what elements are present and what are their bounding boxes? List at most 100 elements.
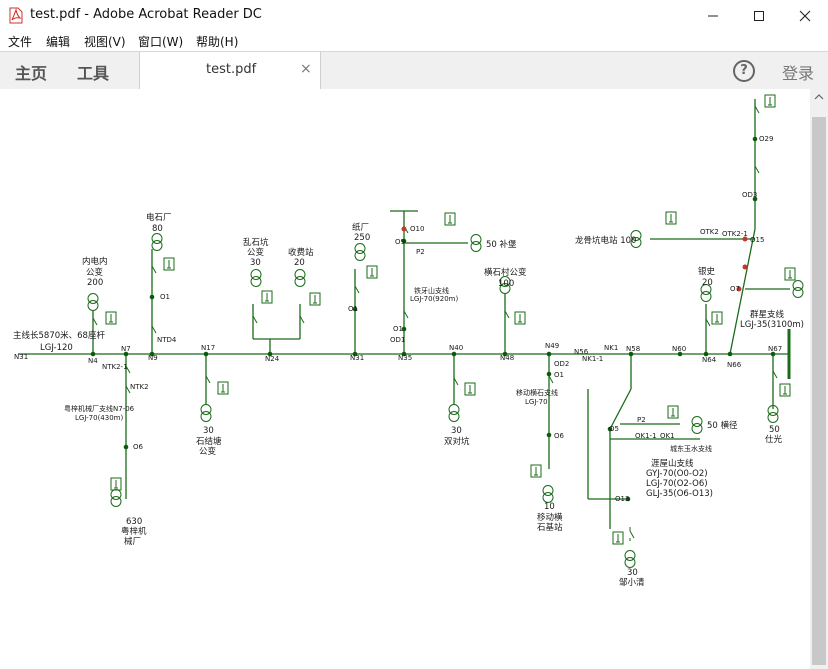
branch-label: 群星支线	[750, 309, 785, 320]
transformer-icon	[792, 280, 804, 298]
station-label: 移动横	[537, 512, 563, 523]
transformer-icon	[470, 234, 482, 252]
transformer-icon	[110, 489, 122, 507]
station-label: 20	[294, 258, 305, 268]
node-label: O6	[554, 432, 565, 440]
station-label: 200	[87, 278, 103, 288]
station-label: 横石村公变	[484, 267, 527, 278]
transformer-icon	[200, 404, 212, 422]
station-label: 20	[702, 278, 713, 288]
station-label: 100	[498, 279, 514, 289]
transformer-icon	[151, 233, 163, 251]
transformer-icon	[294, 269, 306, 287]
station-label: 械厂	[124, 536, 141, 547]
station-label: 公变	[199, 446, 217, 457]
fuse-icon	[612, 531, 624, 545]
node-label: N56	[574, 348, 589, 356]
maximize-button[interactable]	[736, 0, 782, 31]
node-label: O15	[750, 236, 764, 244]
home-button[interactable]: 主页	[15, 64, 48, 83]
node-label: O1	[160, 293, 170, 301]
station-label: 电石厂	[146, 212, 172, 223]
branch-label: LGJ-70(O2-O6)	[646, 479, 708, 489]
branch-label: LGJ-70(920m)	[410, 295, 458, 303]
fuse-icon	[711, 311, 723, 325]
station-label: 630	[126, 517, 142, 527]
tab-bar: 主页 工具 test.pdf × ? 登录	[0, 51, 828, 90]
fuse-icon	[514, 311, 526, 325]
branch-label: LGJ-70	[525, 398, 548, 406]
node-label: N31	[350, 354, 364, 362]
fuse-icon	[110, 477, 122, 491]
station-label: 50 横径	[707, 420, 738, 431]
node-label: OD2	[554, 360, 569, 368]
fuse-icon	[464, 382, 476, 396]
node-label: N31	[14, 353, 28, 361]
node-label: O5	[609, 425, 619, 433]
close-icon	[799, 10, 811, 21]
tab-close-icon[interactable]: ×	[300, 61, 312, 77]
branch-label: 粤梓机械厂支线N7-06	[64, 404, 135, 413]
fuse-icon	[530, 464, 542, 478]
tab-test-pdf[interactable]: test.pdf ×	[139, 52, 321, 89]
branch-label: 城东玉水支线	[670, 444, 712, 453]
branch-label: 移动横石支线	[516, 388, 558, 397]
fuse-icon	[665, 211, 677, 225]
node-label: NK1-1	[582, 355, 603, 363]
station-label: 乱石坑	[243, 237, 269, 248]
login-button[interactable]: 登录	[782, 64, 815, 83]
fuse-icon	[217, 381, 229, 395]
node-label: NTK2-1	[102, 363, 128, 371]
node-label: N49	[545, 342, 559, 350]
branch-label: LGJ-70(430m)	[75, 414, 123, 422]
node-label: OD3	[742, 191, 757, 199]
station-label: 石基站	[537, 522, 563, 533]
station-label: 公变	[86, 267, 104, 278]
close-window-button[interactable]	[782, 0, 828, 31]
menu-window[interactable]: 窗口(W)	[138, 35, 184, 49]
station-label: 公变	[247, 247, 265, 258]
node-label: O13	[615, 495, 629, 503]
scrollbar-thumb[interactable]	[812, 117, 826, 665]
node-label: N35	[398, 354, 412, 362]
node-label: N60	[672, 345, 686, 353]
station-label: 30	[451, 426, 462, 436]
station-label: 内电内	[82, 256, 108, 267]
menu-bar: 文件 编辑 视图(V) 窗口(W) 帮助(H)	[0, 31, 828, 51]
pdf-page: N31 N4 N7 N9 NTD4 NTK2-1 NTK2 N17 N24 N3…	[0, 89, 810, 669]
node-label: N64	[702, 356, 717, 364]
tools-button[interactable]: 工具	[77, 64, 110, 83]
scroll-up-icon[interactable]	[810, 89, 828, 105]
tab-label: test.pdf	[206, 62, 257, 77]
node-label: N4	[88, 357, 98, 365]
minimize-button[interactable]	[690, 0, 736, 31]
node-label: OK1	[660, 432, 675, 440]
node-label: N9	[148, 354, 158, 362]
menu-edit[interactable]: 编辑	[46, 35, 71, 49]
node-label: N17	[201, 344, 215, 352]
station-label: 10	[544, 502, 555, 512]
station-label: 80	[152, 224, 163, 234]
pdf-file-icon	[9, 7, 23, 24]
menu-view[interactable]: 视图(V)	[84, 35, 126, 49]
node-label: N58	[626, 345, 640, 353]
node-label: NK1	[604, 344, 618, 352]
station-label: 龙骨坑电站 100	[575, 235, 636, 246]
branch-label: GLJ-35(O6-O13)	[646, 489, 713, 499]
menu-file[interactable]: 文件	[8, 35, 33, 49]
station-label: 粤梓机	[121, 526, 147, 537]
fuse-icon	[444, 212, 456, 226]
station-label: 仕光	[765, 434, 783, 445]
menu-help[interactable]: 帮助(H)	[196, 35, 239, 49]
main-line-label: 主线长5870米、68座杆	[13, 330, 105, 341]
fuse-icon	[779, 383, 791, 397]
node-label: N48	[500, 354, 514, 362]
node-label: O6	[133, 443, 144, 451]
branch-label: 铁牙山支线	[414, 286, 449, 295]
help-icon[interactable]: ?	[733, 60, 755, 82]
fuse-icon	[261, 290, 273, 304]
station-label: 30	[250, 258, 261, 268]
transformer-icon	[542, 485, 554, 503]
transformer-icon	[87, 293, 99, 311]
branch-label: LGJ-35(3100m)	[740, 320, 804, 330]
